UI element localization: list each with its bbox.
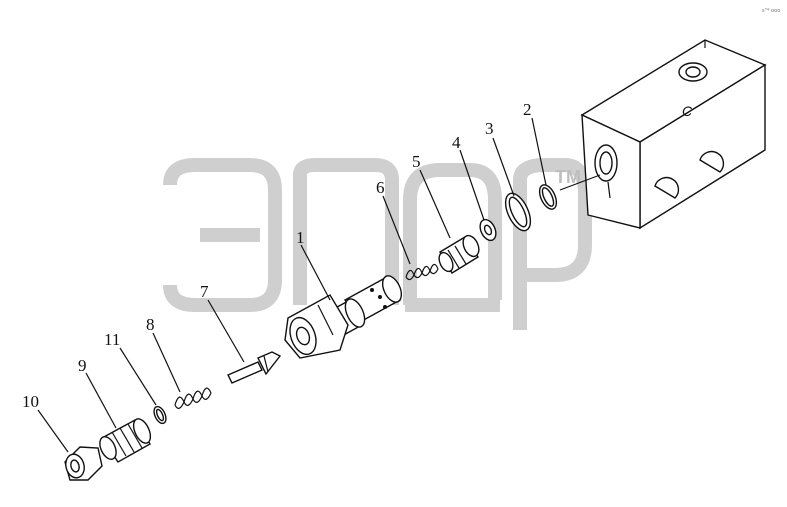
port-label-c: C <box>682 103 693 119</box>
ring-small <box>153 405 167 425</box>
label-7: 7 <box>200 282 209 301</box>
washer <box>479 218 497 242</box>
o-ring-large <box>504 192 532 232</box>
spool <box>438 234 480 274</box>
valve-cartridge <box>284 275 403 359</box>
adjusting-screw <box>99 418 152 463</box>
part-number-labels: 1 2 3 4 5 6 7 8 9 10 11 <box>22 100 532 411</box>
trademark-text: TM <box>555 167 581 187</box>
label-1: 1 <box>296 228 305 247</box>
valve-block <box>580 39 767 230</box>
block-centerline <box>559 174 601 191</box>
spring-small <box>405 263 439 281</box>
label-5: 5 <box>412 152 421 171</box>
label-9: 9 <box>78 356 87 375</box>
label-3: 3 <box>485 119 494 138</box>
label-2: 2 <box>523 100 532 119</box>
spring-large <box>174 387 212 409</box>
label-8: 8 <box>146 315 155 334</box>
lock-nut <box>64 446 103 481</box>
corner-mark: s"* ooo <box>762 8 780 14</box>
leader-lines <box>37 117 547 453</box>
watermark-logo <box>163 158 592 330</box>
label-11: 11 <box>104 330 120 349</box>
label-6: 6 <box>376 178 385 197</box>
label-10: 10 <box>22 392 39 411</box>
label-4: 4 <box>452 133 461 152</box>
o-ring-small <box>538 184 558 210</box>
needle-pin <box>227 351 282 384</box>
